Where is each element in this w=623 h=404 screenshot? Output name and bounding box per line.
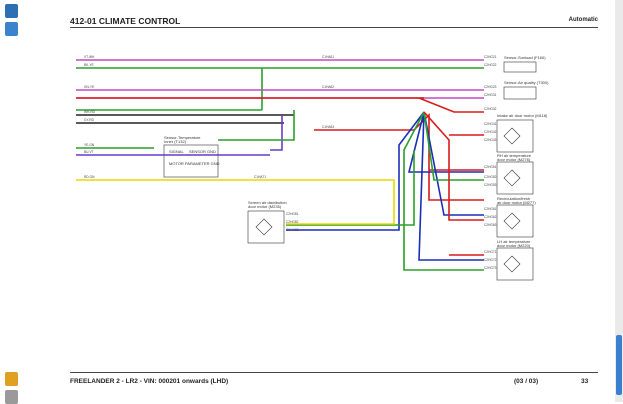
- wiring-diagram: Sensor-Sunload (F160) Sensor-Air quality…: [76, 55, 549, 281]
- page-title: 412-01 CLIMATE CONTROL: [70, 16, 181, 26]
- wire-green-fan: [286, 111, 484, 271]
- connector-label: C2HG63: [484, 223, 497, 227]
- wire-color-label: GN-YE: [84, 85, 94, 89]
- footer-page-number: 33: [581, 378, 589, 385]
- label-lh-temp: LH air temperature: [497, 239, 531, 244]
- wire-black: [76, 114, 294, 124]
- connector-label: C2HG43: [484, 138, 497, 142]
- label-sensor-gnd: SENSOR GND: [189, 149, 216, 154]
- label-signal: SIGNAL: [169, 149, 184, 154]
- intake-motor-box: [496, 119, 534, 153]
- label-temp-sensor: Sensor-Temperature: [164, 135, 201, 140]
- wire-red-2: [314, 113, 484, 201]
- connector-label: C2HG53: [484, 183, 497, 187]
- wire-blue-fan: [286, 111, 484, 261]
- page-thumbnails-icon[interactable]: [5, 22, 18, 36]
- label-rh-temp: RH air temperature: [497, 153, 532, 158]
- connector-label: C2HG71: [484, 250, 497, 254]
- footer-pages: (03 / 03): [514, 378, 539, 385]
- screen-motor-box: [247, 210, 285, 244]
- label-sunload: Sensor-Sunload (F160): [504, 55, 546, 60]
- wire-color-label: VT-WH: [84, 55, 95, 59]
- rh-temp-motor-box: [496, 161, 534, 195]
- temperature-sensor-box: [163, 144, 219, 178]
- connector-label: C2HG41: [484, 122, 497, 126]
- wire-color-label: BU-VT: [84, 150, 94, 154]
- connector-label: C2HG82: [286, 220, 299, 224]
- document-page: 412-01 CLIMATE CONTROL Automatic: [24, 0, 623, 402]
- airquality-sensor-box: [503, 86, 537, 100]
- connector-label: C2HG61: [484, 207, 497, 211]
- connector-label: C2HG42: [484, 130, 497, 134]
- connector-label: C2HG32: [484, 107, 497, 111]
- lh-temp-motor-box: [496, 247, 534, 281]
- label-screen: Screen air distribution: [248, 200, 287, 205]
- sunload-sensor-box: [503, 61, 537, 73]
- label-rh-temp-2: door motor (M276): [497, 157, 531, 162]
- footer-vehicle: FREELANDER 2 - LR2 - VIN: 000201 onwards…: [70, 378, 229, 385]
- header-rule: [70, 27, 598, 28]
- viewer-sidebar: [0, 0, 25, 404]
- wire-red-fan: [423, 111, 484, 256]
- label-motor-param-gnd: MOTOR PARAMETER GND: [169, 161, 220, 166]
- scrollbar-thumb[interactable]: [616, 335, 622, 395]
- wire-purple: [76, 89, 484, 99]
- connector-label: C1HA62: [322, 85, 334, 89]
- label-recirc: Recirculation/fresh: [497, 196, 530, 201]
- connector-label: C2HG51: [484, 165, 497, 169]
- wire-color-label: GY-RD: [84, 118, 95, 122]
- wire-color-label: YE-GN: [84, 143, 95, 147]
- label-intake: Intake air door motor (M118): [497, 113, 548, 118]
- connector-label: C1HA71: [254, 175, 266, 179]
- wire-color-label: RD-GN: [84, 175, 95, 179]
- wire-yellow: [76, 179, 395, 225]
- connector-label: C1HA63: [322, 125, 334, 129]
- connector-label: C2HG21: [484, 55, 497, 59]
- label-screen-2: door motor (M235): [248, 204, 282, 209]
- wire-color-label: WH-RD: [84, 110, 96, 114]
- wire-red-1: [76, 97, 484, 113]
- connector-label: C2HG52: [484, 175, 497, 179]
- label-airquality: Sensor-Air quality (T300): [504, 80, 549, 85]
- connector-label: C2HG22: [484, 63, 497, 67]
- label-lh-temp-2: door motor (M220): [497, 243, 531, 248]
- wire-color-label: BK-YE: [84, 63, 94, 67]
- vertical-scrollbar[interactable]: [615, 0, 623, 402]
- wire-green-2: [76, 110, 295, 149]
- connector-label: C2HG73: [484, 266, 497, 270]
- annotation-icon[interactable]: [5, 372, 18, 386]
- wire-green-top: [76, 67, 484, 111]
- attachment-icon[interactable]: [5, 390, 18, 404]
- mode-label: Automatic: [568, 17, 598, 23]
- connector-label: C2HG83: [286, 228, 299, 232]
- bookmark-icon[interactable]: [5, 4, 18, 18]
- connector-label: C2HG72: [484, 258, 497, 262]
- label-temp-sensor-2: Inner (T132): [164, 139, 187, 144]
- connector-label: C2HG23: [484, 85, 497, 89]
- label-recirc-2: air door motor (M277): [497, 200, 536, 205]
- recirc-motor-box: [496, 204, 534, 238]
- wire-blue-top: [76, 115, 283, 156]
- connector-label: C2HG81: [286, 212, 299, 216]
- connector-label: C2HG31: [484, 93, 497, 97]
- footer-rule: [70, 372, 598, 373]
- connector-label: C1HA61: [322, 55, 334, 59]
- connector-label: C2HG62: [484, 215, 497, 219]
